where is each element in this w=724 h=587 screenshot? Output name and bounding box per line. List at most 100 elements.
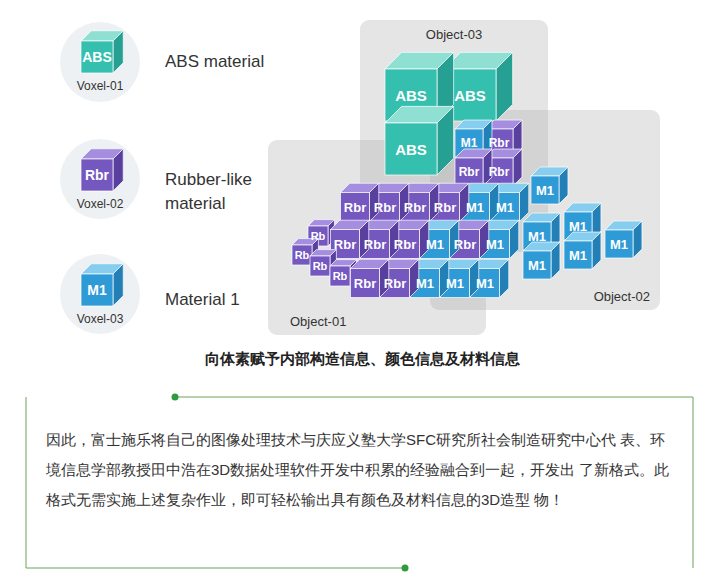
voxel-cube (451, 220, 489, 258)
cube-side (551, 242, 560, 279)
voxel-cube (401, 183, 439, 221)
voxel-cube (351, 259, 389, 297)
cube-front (531, 176, 559, 204)
cube-code: M1 (528, 258, 546, 273)
cube-front (341, 193, 370, 222)
voxel-cube (461, 183, 499, 221)
body-text: 因此，富士施乐将自己的图像处理技术与庆应义塾大学SFC研究所社会制造研究中心代 … (46, 425, 672, 515)
voxel-cube (564, 203, 601, 240)
cube-code: M1 (466, 200, 484, 215)
cube-side (520, 183, 529, 221)
cube-code: Rb (313, 260, 328, 272)
cube-code: Rbr (404, 200, 426, 215)
voxel-cube (411, 259, 449, 297)
cube-code: M1 (569, 248, 587, 263)
voxel-name: Voxel-03 (77, 312, 124, 326)
frame-line (26, 397, 27, 568)
voxel-code: Rbr (85, 167, 109, 183)
voxel-name: Voxel-02 (77, 197, 124, 211)
voxel-cube (385, 106, 454, 175)
cube-code: Rb (295, 249, 310, 261)
cube-side (496, 52, 513, 121)
cube-code: M1 (569, 219, 587, 234)
object-region: Object-03 (360, 20, 548, 252)
voxel-cube (523, 213, 560, 250)
frame-line (693, 397, 694, 568)
voxel-cube (564, 232, 601, 269)
text-panel: 因此，富士施乐将自己的图像处理技术与庆应义塾大学SFC研究所社会制造研究中心代 … (27, 398, 692, 567)
voxel-item: RbrVoxel-02 (57, 138, 143, 214)
cube-front (455, 158, 483, 186)
figure-caption: 向体素赋予内部构造信息、颜色信息及材料信息 (0, 350, 724, 369)
cube-code: Rbr (374, 200, 396, 215)
cube-front (605, 230, 633, 258)
cube-code: Rbr (489, 165, 510, 179)
cube-code: Rb (311, 230, 326, 242)
cube-side (513, 149, 522, 186)
cube-side (510, 220, 519, 258)
object-regions (268, 20, 660, 335)
cube-code: Rbr (459, 165, 480, 179)
cube-code: ABS (395, 87, 427, 104)
cube-side (592, 232, 601, 269)
cube-code: M1 (416, 276, 434, 291)
material-name: Rubber-like material (165, 168, 277, 216)
voxel-cube (471, 259, 509, 297)
cube-code: Rbr (394, 237, 416, 252)
voxel-name: Voxel-01 (77, 79, 124, 93)
cube-code: Rbr (434, 200, 456, 215)
cube-code: Rbr (454, 237, 476, 252)
voxel-item: ABS Voxel-01 (57, 20, 143, 96)
cube-side (113, 31, 123, 73)
object-name: Object-02 (594, 289, 650, 304)
material-name: ABS material (165, 50, 365, 74)
voxel-cube (371, 183, 409, 221)
cube-front (81, 274, 113, 306)
cube-front (351, 269, 380, 298)
voxel-cube (431, 183, 469, 221)
voxel-cube (381, 259, 419, 297)
cube-code: M1 (426, 237, 444, 252)
voxel-item: M1Voxel-03 (57, 253, 143, 329)
cube-code: M1 (461, 136, 478, 150)
voxel-cube (455, 120, 492, 157)
cube-code: M1 (610, 237, 628, 252)
cube-front (81, 41, 113, 73)
cube-side (113, 264, 123, 306)
cube-code: Rbr (334, 237, 356, 252)
cube-code: Rbr (364, 237, 386, 252)
voxel-cube (523, 242, 560, 279)
cube-side (113, 149, 123, 191)
cube-front (385, 123, 437, 175)
voxel-cube (81, 264, 123, 306)
object-name: Object-01 (290, 314, 346, 329)
voxel-cube (491, 183, 529, 221)
cube-front (523, 251, 551, 279)
cube-code: M1 (446, 276, 464, 291)
cube-code: Rb (333, 270, 348, 282)
voxel-cube (481, 220, 519, 258)
frame-dot (402, 565, 409, 572)
voxel-code: ABS (82, 49, 112, 65)
voxel-cube (361, 220, 399, 258)
cube-code: Rbr (384, 276, 406, 291)
frame-line (175, 397, 693, 398)
cube-side (633, 221, 642, 258)
cube-front (564, 241, 592, 269)
cube-front (292, 245, 312, 265)
object-region (430, 110, 660, 310)
voxel-cube (441, 259, 479, 297)
cube-front (81, 159, 113, 191)
material-name: Material 1 (165, 288, 365, 312)
cube-code: M1 (496, 200, 514, 215)
cube-side (500, 259, 509, 297)
voxel-backdrop (60, 22, 140, 102)
voxel-backdrop (60, 139, 140, 219)
frame-decoration (26, 394, 693, 572)
cube-front (310, 256, 330, 276)
cube-code: Rbr (344, 200, 366, 215)
cube-code: M1 (476, 276, 494, 291)
cube-code: ABS (395, 141, 427, 158)
cube-side (437, 106, 454, 175)
frame-dot (172, 394, 179, 401)
